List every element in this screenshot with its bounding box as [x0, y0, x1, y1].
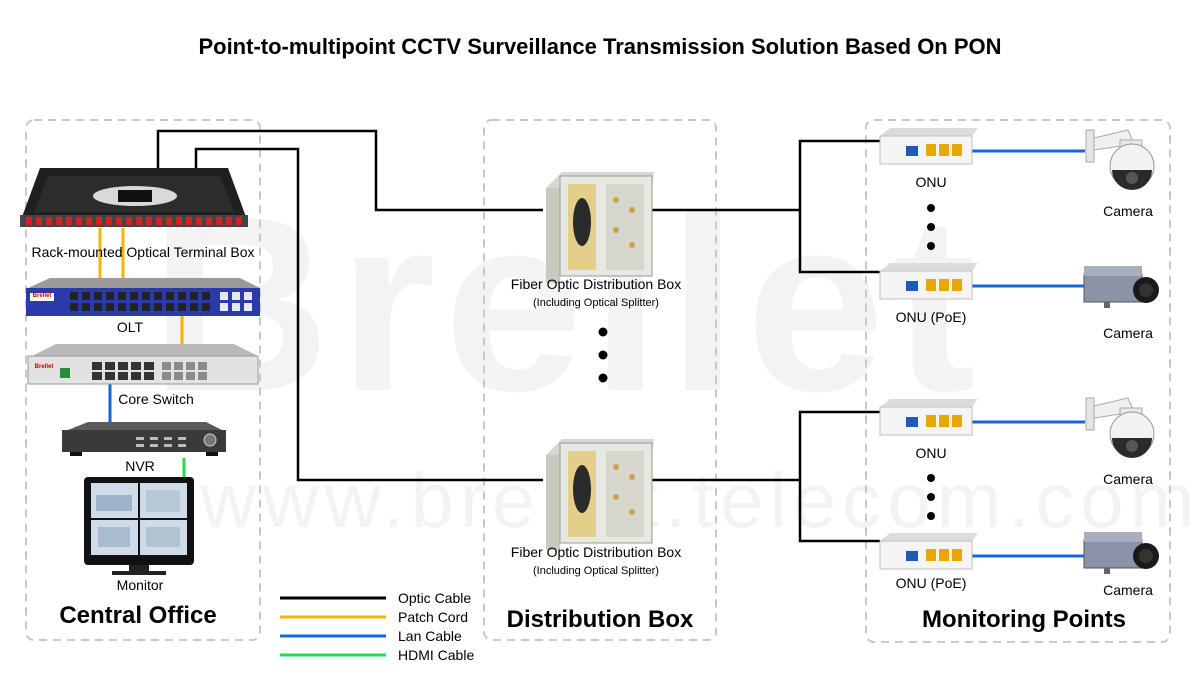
onu-1	[879, 128, 978, 165]
central-office-section-label: Central Office	[59, 602, 217, 629]
distribution-box-bottom-title: Fiber Optic Distribution Box	[510, 544, 682, 560]
onu-poe-2	[879, 533, 978, 570]
onu-ellipsis-bottom	[927, 474, 935, 520]
odf-label: Rack-mounted Optical Terminal Box	[31, 244, 255, 260]
nvr-label: NVR	[125, 458, 155, 474]
legend-lines	[280, 596, 386, 657]
legend-patch-cord: Patch Cord	[398, 609, 469, 625]
onu-poe-2-label: ONU (PoE)	[895, 575, 967, 591]
central-office-group	[25, 119, 261, 641]
core-switch-label: Core Switch	[118, 391, 194, 407]
distribution-box-top-title: Fiber Optic Distribution Box	[510, 276, 682, 292]
distribution-box-bottom-subtitle: (Including Optical Splitter)	[533, 565, 659, 577]
monitoring-group	[865, 119, 1171, 643]
camera-1-label: Camera	[1103, 203, 1153, 219]
legend-lan-cable: Lan Cable	[398, 628, 462, 644]
legend-optic-cable: Optic Cable	[398, 590, 472, 606]
distribution-box-top-subtitle: (Including Optical Splitter)	[533, 297, 659, 309]
monitor-label: Monitor	[116, 577, 164, 593]
onu-2	[879, 399, 978, 436]
switch-brand-tag: Brellet	[34, 364, 54, 370]
nvr-device	[62, 422, 226, 456]
odf-device	[20, 168, 248, 227]
box-camera-icon-1	[1083, 266, 1159, 308]
dome-camera-icon-2	[1085, 397, 1155, 458]
camera-4-label: Camera	[1103, 582, 1153, 598]
distribution-box-bottom	[546, 439, 654, 550]
onu-1-label: ONU	[915, 174, 947, 190]
olt-brand-tag: Brellet	[32, 293, 52, 299]
optic-cables	[156, 129, 880, 543]
distribution-box-top	[546, 172, 654, 283]
box-camera-icon-2	[1083, 532, 1159, 574]
camera-3-label: Camera	[1103, 471, 1153, 487]
monitor-device	[84, 477, 194, 575]
distribution-group	[483, 119, 717, 641]
dome-camera-icon-1	[1085, 129, 1155, 190]
camera-2-label: Camera	[1103, 325, 1153, 341]
olt-device	[26, 278, 260, 316]
olt-label: OLT	[116, 319, 144, 335]
distribution-section-label: Distribution Box	[506, 606, 694, 633]
onu-2-label: ONU	[915, 445, 947, 461]
onu-ellipsis-top	[927, 204, 935, 250]
monitoring-section-label: Monitoring Points	[922, 606, 1126, 633]
watermark-url: www.brellet.telecom.com	[200, 455, 1200, 546]
lan-cables	[108, 149, 1085, 558]
core-switch-device	[27, 344, 259, 385]
diagram-title: Point-to-multipoint CCTV Surveillance Tr…	[198, 34, 1002, 59]
onu-poe-1	[879, 263, 978, 300]
distribution-ellipsis	[598, 327, 608, 383]
legend-hdmi-cable: HDMI Cable	[398, 647, 475, 663]
onu-poe-1-label: ONU (PoE)	[895, 309, 967, 325]
